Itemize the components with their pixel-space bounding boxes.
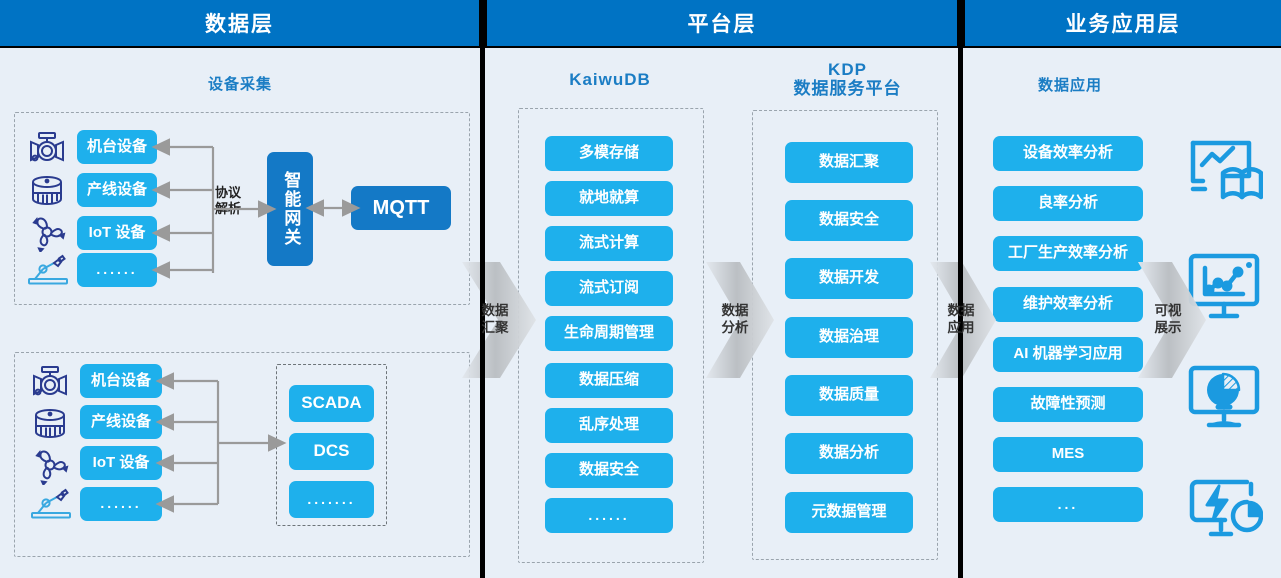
kdp-item-6[interactable]: 元数据管理 xyxy=(785,492,913,533)
device-pill-1[interactable]: 产线设备 xyxy=(77,173,157,207)
kdp-item-3[interactable]: 数据治理 xyxy=(785,317,913,358)
subtitle-device-collection: 设备采集 xyxy=(207,76,272,93)
kaiwudb-item-7[interactable]: 数据安全 xyxy=(545,453,673,488)
business-item-6[interactable]: MES xyxy=(993,437,1143,472)
kdp-item-2[interactable]: 数据开发 xyxy=(785,258,913,299)
arrow-label-data-analysis: 数据 分析 xyxy=(714,302,756,336)
kdp-item-5[interactable]: 数据分析 xyxy=(785,433,913,474)
fan-icon xyxy=(28,445,72,490)
column-divider-2 xyxy=(958,0,963,578)
kaiwudb-item-0[interactable]: 多模存储 xyxy=(545,136,673,171)
arrow-label-data-application: 数据 应用 xyxy=(940,302,982,336)
column-header-data-layer: 数据层 xyxy=(0,0,479,46)
system-pill-scada[interactable]: SCADA xyxy=(289,385,374,422)
device-pill-2[interactable]: IoT 设备 xyxy=(80,446,162,480)
kaiwudb-item-1[interactable]: 就地就算 xyxy=(545,181,673,216)
kdp-item-0[interactable]: 数据汇聚 xyxy=(785,142,913,183)
tank-icon xyxy=(28,173,66,214)
arrow-label-data-aggregation: 数据 汇聚 xyxy=(474,302,516,336)
smart-gateway-box[interactable]: 智能网关 xyxy=(267,152,313,266)
subtitle-data-application: 数据应用 xyxy=(1037,77,1102,94)
kdp-item-4[interactable]: 数据质量 xyxy=(785,375,913,416)
device-pill-0[interactable]: 机台设备 xyxy=(77,130,157,164)
fan-icon xyxy=(25,212,69,257)
valve-icon xyxy=(28,364,72,405)
subtitle-kdp-line2: 数据服务平台 xyxy=(793,79,902,98)
arrow-label-line1: 数据 xyxy=(721,303,749,318)
column-divider-1 xyxy=(480,0,485,578)
column-header-platform-layer: 平台层 xyxy=(487,0,957,46)
monitor-piechart-icon xyxy=(1185,362,1263,439)
arrow-label-visual-display: 可视 展示 xyxy=(1147,302,1189,336)
business-item-0[interactable]: 设备效率分析 xyxy=(993,136,1143,171)
device-collection-group-top xyxy=(14,112,470,305)
kaiwudb-item-5[interactable]: 数据压缩 xyxy=(545,363,673,398)
arrow-label-line2: 汇聚 xyxy=(481,320,509,335)
device-pill-3[interactable]: ...... xyxy=(77,253,157,287)
system-pill-other[interactable]: ....... xyxy=(289,481,374,518)
kdp-item-1[interactable]: 数据安全 xyxy=(785,200,913,241)
kaiwudb-item-2[interactable]: 流式计算 xyxy=(545,226,673,261)
business-item-5[interactable]: 故障性预测 xyxy=(993,387,1143,422)
column-header-business-layer: 业务应用层 xyxy=(965,0,1281,46)
kaiwudb-item-6[interactable]: 乱序处理 xyxy=(545,408,673,443)
device-pill-1[interactable]: 产线设备 xyxy=(80,405,162,439)
device-pill-0[interactable]: 机台设备 xyxy=(80,364,162,398)
robot-arm-icon xyxy=(25,252,71,291)
robot-arm-icon xyxy=(28,486,74,525)
arrow-label-line2: 分析 xyxy=(721,320,749,335)
mqtt-box[interactable]: MQTT xyxy=(351,186,451,230)
subtitle-kaiwudb: KaiwuDB xyxy=(569,70,651,89)
kaiwudb-item-8[interactable]: ...... xyxy=(545,498,673,533)
monitor-energy-gauge-icon xyxy=(1185,472,1264,549)
business-item-3[interactable]: 维护效率分析 xyxy=(993,287,1143,322)
kaiwudb-item-3[interactable]: 流式订阅 xyxy=(545,271,673,306)
device-pill-3[interactable]: ...... xyxy=(80,487,162,521)
valve-icon xyxy=(25,130,69,171)
device-pill-2[interactable]: IoT 设备 xyxy=(77,216,157,250)
arrow-label-line2: 应用 xyxy=(947,320,975,335)
tank-icon xyxy=(31,406,69,447)
arrow-label-line1: 可视 xyxy=(1154,303,1182,318)
protocol-parse-label-line1: 协议 xyxy=(214,185,241,200)
kaiwudb-item-4[interactable]: 生命周期管理 xyxy=(545,316,673,351)
subtitle-kdp-line1: KDP xyxy=(828,60,867,79)
protocol-parse-label: 协议 解析 xyxy=(207,185,249,217)
arrow-label-line1: 数据 xyxy=(947,303,975,318)
arrow-label-line2: 展示 xyxy=(1154,320,1182,335)
business-item-7[interactable]: ... xyxy=(993,487,1143,522)
monitor-linechart-icon xyxy=(1185,250,1263,327)
business-item-1[interactable]: 良率分析 xyxy=(993,186,1143,221)
protocol-parse-label-line2: 解析 xyxy=(214,201,241,216)
arrow-label-line1: 数据 xyxy=(481,303,509,318)
system-pill-dcs[interactable]: DCS xyxy=(289,433,374,470)
subtitle-kdp: KDP 数据服务平台 xyxy=(755,60,940,98)
device-collection-group-bottom xyxy=(14,352,470,557)
business-item-2[interactable]: 工厂生产效率分析 xyxy=(993,236,1143,271)
dashboard-book-icon xyxy=(1185,133,1264,210)
business-item-4[interactable]: AI 机器学习应用 xyxy=(993,337,1143,372)
